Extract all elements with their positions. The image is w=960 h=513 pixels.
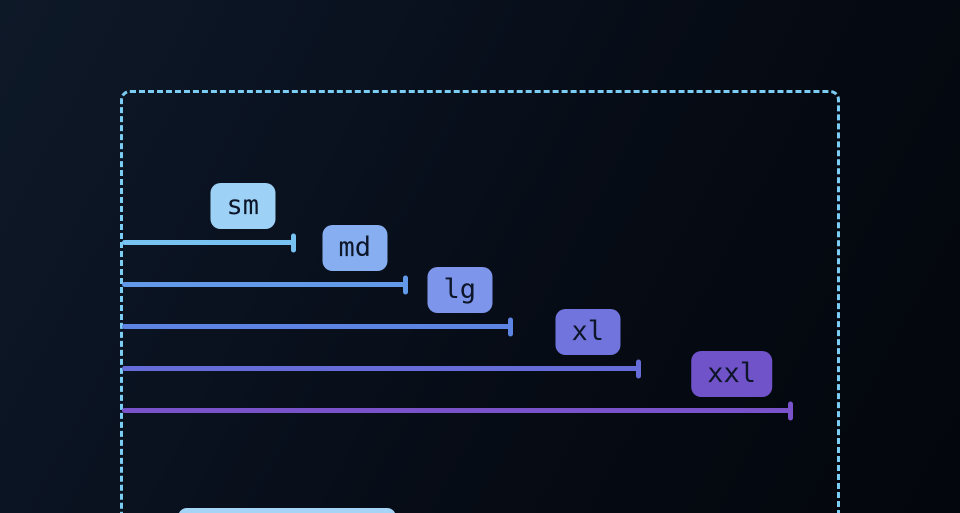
ruler-endcap-sm (291, 233, 296, 252)
ruler-endcap-xxl (788, 401, 793, 420)
ruler-line-lg (122, 317, 513, 336)
size-badge-lg: lg (427, 266, 492, 313)
ruler-row-lg: lg (122, 266, 812, 336)
ruler-endcap-md (403, 275, 408, 294)
ruler-row-md: md (122, 224, 812, 294)
ruler-row-sm: sm (122, 182, 812, 252)
ruler-row-xl: xl (122, 308, 812, 378)
partial-element-bottom (178, 508, 396, 513)
size-badge-xxl: xxl (691, 350, 772, 397)
ruler-line-sm (122, 233, 296, 252)
ruler-row-xxl: xxl (122, 350, 812, 420)
size-badge-xl: xl (555, 308, 620, 355)
dashed-container: sm md lg xl xxl (120, 90, 840, 513)
ruler-endcap-xl (636, 359, 641, 378)
size-badge-md: md (322, 224, 387, 271)
ruler-endcap-lg (508, 317, 513, 336)
size-badge-sm: sm (210, 182, 275, 229)
ruler-line-xxl (122, 401, 793, 420)
ruler-line-xl (122, 359, 641, 378)
ruler-line-md (122, 275, 408, 294)
